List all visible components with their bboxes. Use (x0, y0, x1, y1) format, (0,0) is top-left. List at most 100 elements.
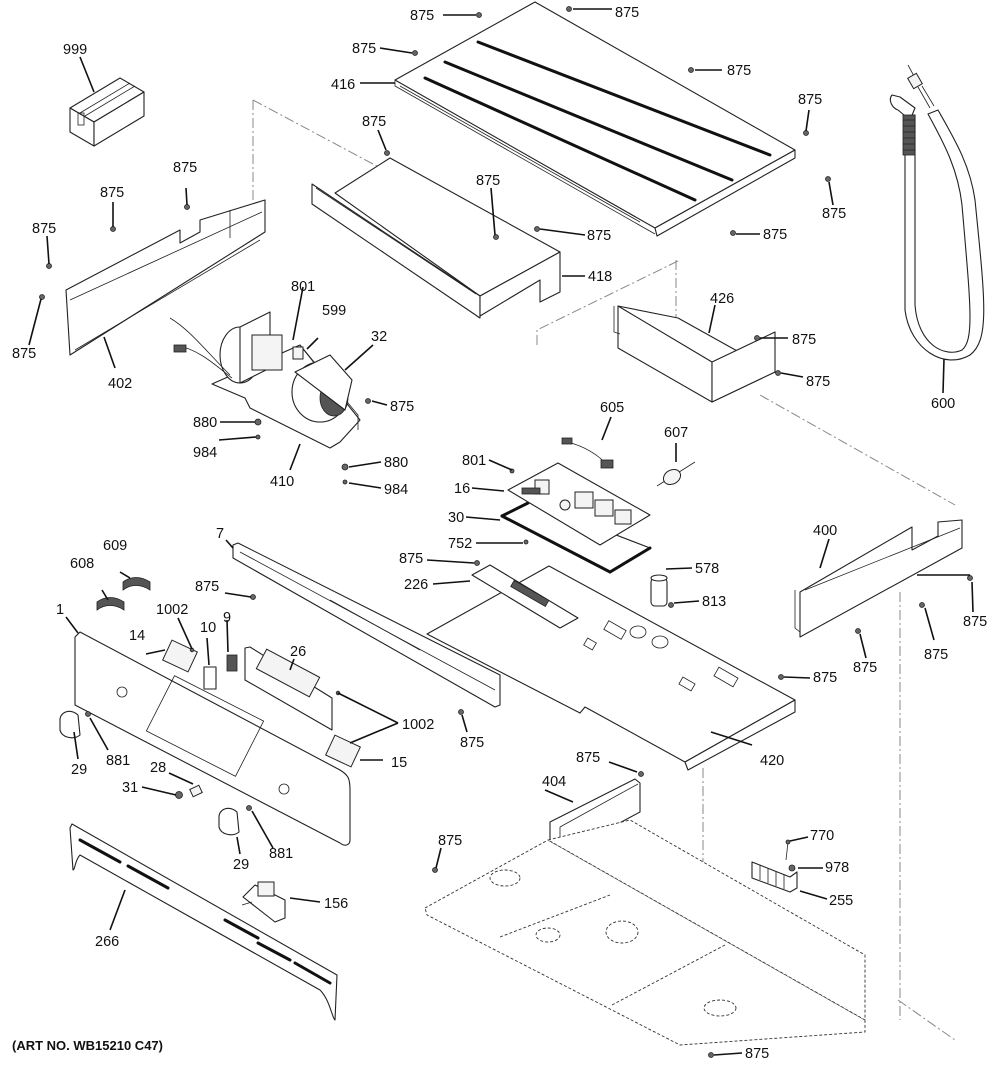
part-600-conduit[interactable] (889, 64, 985, 361)
label-416[interactable]: 416 (331, 77, 355, 93)
part-999-box[interactable] (69, 77, 145, 147)
label-875[interactable]: 875 (32, 221, 56, 237)
part-402-side-panel[interactable] (65, 199, 266, 356)
label-875[interactable]: 875 (12, 346, 36, 362)
part-29-knob-right[interactable] (218, 807, 240, 836)
label-978[interactable]: 978 (825, 860, 849, 876)
label-875[interactable]: 875 (587, 228, 611, 244)
part-420-mounting-plate[interactable] (426, 565, 796, 771)
label-875[interactable]: 875 (460, 735, 484, 751)
label-10[interactable]: 10 (200, 620, 216, 636)
part-28-shaft[interactable] (189, 784, 203, 798)
part-9-switch[interactable] (226, 654, 238, 672)
label-29[interactable]: 29 (233, 857, 249, 873)
label-881[interactable]: 881 (269, 846, 293, 862)
label-31[interactable]: 31 (122, 780, 138, 796)
label-801[interactable]: 801 (462, 453, 486, 469)
part-605-harness[interactable] (561, 437, 614, 469)
label-600[interactable]: 600 (931, 396, 955, 412)
label-875[interactable]: 875 (476, 173, 500, 189)
label-26[interactable]: 26 (290, 644, 306, 660)
label-875[interactable]: 875 (362, 114, 386, 130)
label-599[interactable]: 599 (322, 303, 346, 319)
label-1002[interactable]: 1002 (402, 717, 434, 733)
label-426[interactable]: 426 (710, 291, 734, 307)
part-978-washer[interactable] (788, 864, 796, 872)
label-752[interactable]: 752 (448, 536, 472, 552)
label-255[interactable]: 255 (829, 893, 853, 909)
label-402[interactable]: 402 (108, 376, 132, 392)
label-578[interactable]: 578 (695, 561, 719, 577)
label-875[interactable]: 875 (399, 551, 423, 567)
part-578-capacitor[interactable] (650, 574, 668, 607)
label-875[interactable]: 875 (806, 374, 830, 390)
label-875[interactable]: 875 (727, 63, 751, 79)
label-875[interactable]: 875 (853, 660, 877, 676)
label-418[interactable]: 418 (588, 269, 612, 285)
label-410[interactable]: 410 (270, 474, 294, 490)
part-15-switch[interactable] (324, 734, 362, 768)
part-29-knob-left[interactable] (59, 710, 81, 739)
label-16[interactable]: 16 (454, 481, 470, 497)
label-813[interactable]: 813 (702, 594, 726, 610)
part-770-screw[interactable] (785, 839, 791, 861)
label-15[interactable]: 15 (391, 755, 407, 771)
label-875[interactable]: 875 (798, 92, 822, 108)
label-801[interactable]: 801 (291, 279, 315, 295)
label-770[interactable]: 770 (810, 828, 834, 844)
label-875[interactable]: 875 (410, 8, 434, 24)
label-984[interactable]: 984 (384, 482, 408, 498)
label-28[interactable]: 28 (150, 760, 166, 776)
label-608[interactable]: 608 (70, 556, 94, 572)
part-881-nut[interactable] (85, 711, 252, 811)
label-875[interactable]: 875 (195, 579, 219, 595)
label-875[interactable]: 875 (924, 647, 948, 663)
part-609-clip[interactable] (122, 577, 151, 591)
label-875[interactable]: 875 (438, 833, 462, 849)
label-1[interactable]: 1 (56, 602, 64, 618)
label-226[interactable]: 226 (404, 577, 428, 593)
part-400-rear-panel[interactable] (794, 519, 963, 638)
label-875[interactable]: 875 (615, 5, 639, 21)
label-400[interactable]: 400 (813, 523, 837, 539)
label-875[interactable]: 875 (173, 160, 197, 176)
label-9[interactable]: 9 (223, 610, 231, 626)
label-605[interactable]: 605 (600, 400, 624, 416)
label-875[interactable]: 875 (100, 185, 124, 201)
label-881[interactable]: 881 (106, 753, 130, 769)
label-999[interactable]: 999 (63, 42, 87, 58)
label-880[interactable]: 880 (193, 415, 217, 431)
label-14[interactable]: 14 (129, 628, 145, 644)
label-875[interactable]: 875 (813, 670, 837, 686)
part-31-washer[interactable] (175, 791, 183, 799)
label-875[interactable]: 875 (963, 614, 987, 630)
label-266[interactable]: 266 (95, 934, 119, 950)
label-32[interactable]: 32 (371, 329, 387, 345)
part-226-bracket[interactable] (471, 564, 579, 629)
part-426-bracket-box[interactable] (613, 305, 776, 403)
part-30-board-tray[interactable] (500, 501, 652, 574)
label-875[interactable]: 875 (576, 750, 600, 766)
label-875[interactable]: 875 (745, 1046, 769, 1062)
part-266-trim[interactable] (69, 823, 338, 1021)
part-255-terminal-block[interactable] (751, 861, 798, 893)
label-875[interactable]: 875 (822, 206, 846, 222)
part-608-clip[interactable] (96, 597, 125, 611)
part-607-sensor[interactable] (656, 461, 696, 488)
part-14-switch[interactable] (161, 639, 199, 673)
label-30[interactable]: 30 (448, 510, 464, 526)
part-16-control-board[interactable] (507, 462, 651, 546)
part-1-control-panel[interactable] (74, 631, 351, 846)
label-1002[interactable]: 1002 (156, 602, 188, 618)
part-32-blower-fan[interactable] (169, 311, 353, 423)
label-404[interactable]: 404 (542, 774, 566, 790)
label-875[interactable]: 875 (352, 41, 376, 57)
label-420[interactable]: 420 (760, 753, 784, 769)
label-875[interactable]: 875 (792, 332, 816, 348)
label-29[interactable]: 29 (71, 762, 87, 778)
part-418-shroud[interactable] (311, 157, 561, 319)
label-880[interactable]: 880 (384, 455, 408, 471)
part-416-top-cover[interactable] (394, 1, 796, 237)
label-7[interactable]: 7 (216, 526, 224, 542)
label-984[interactable]: 984 (193, 445, 217, 461)
